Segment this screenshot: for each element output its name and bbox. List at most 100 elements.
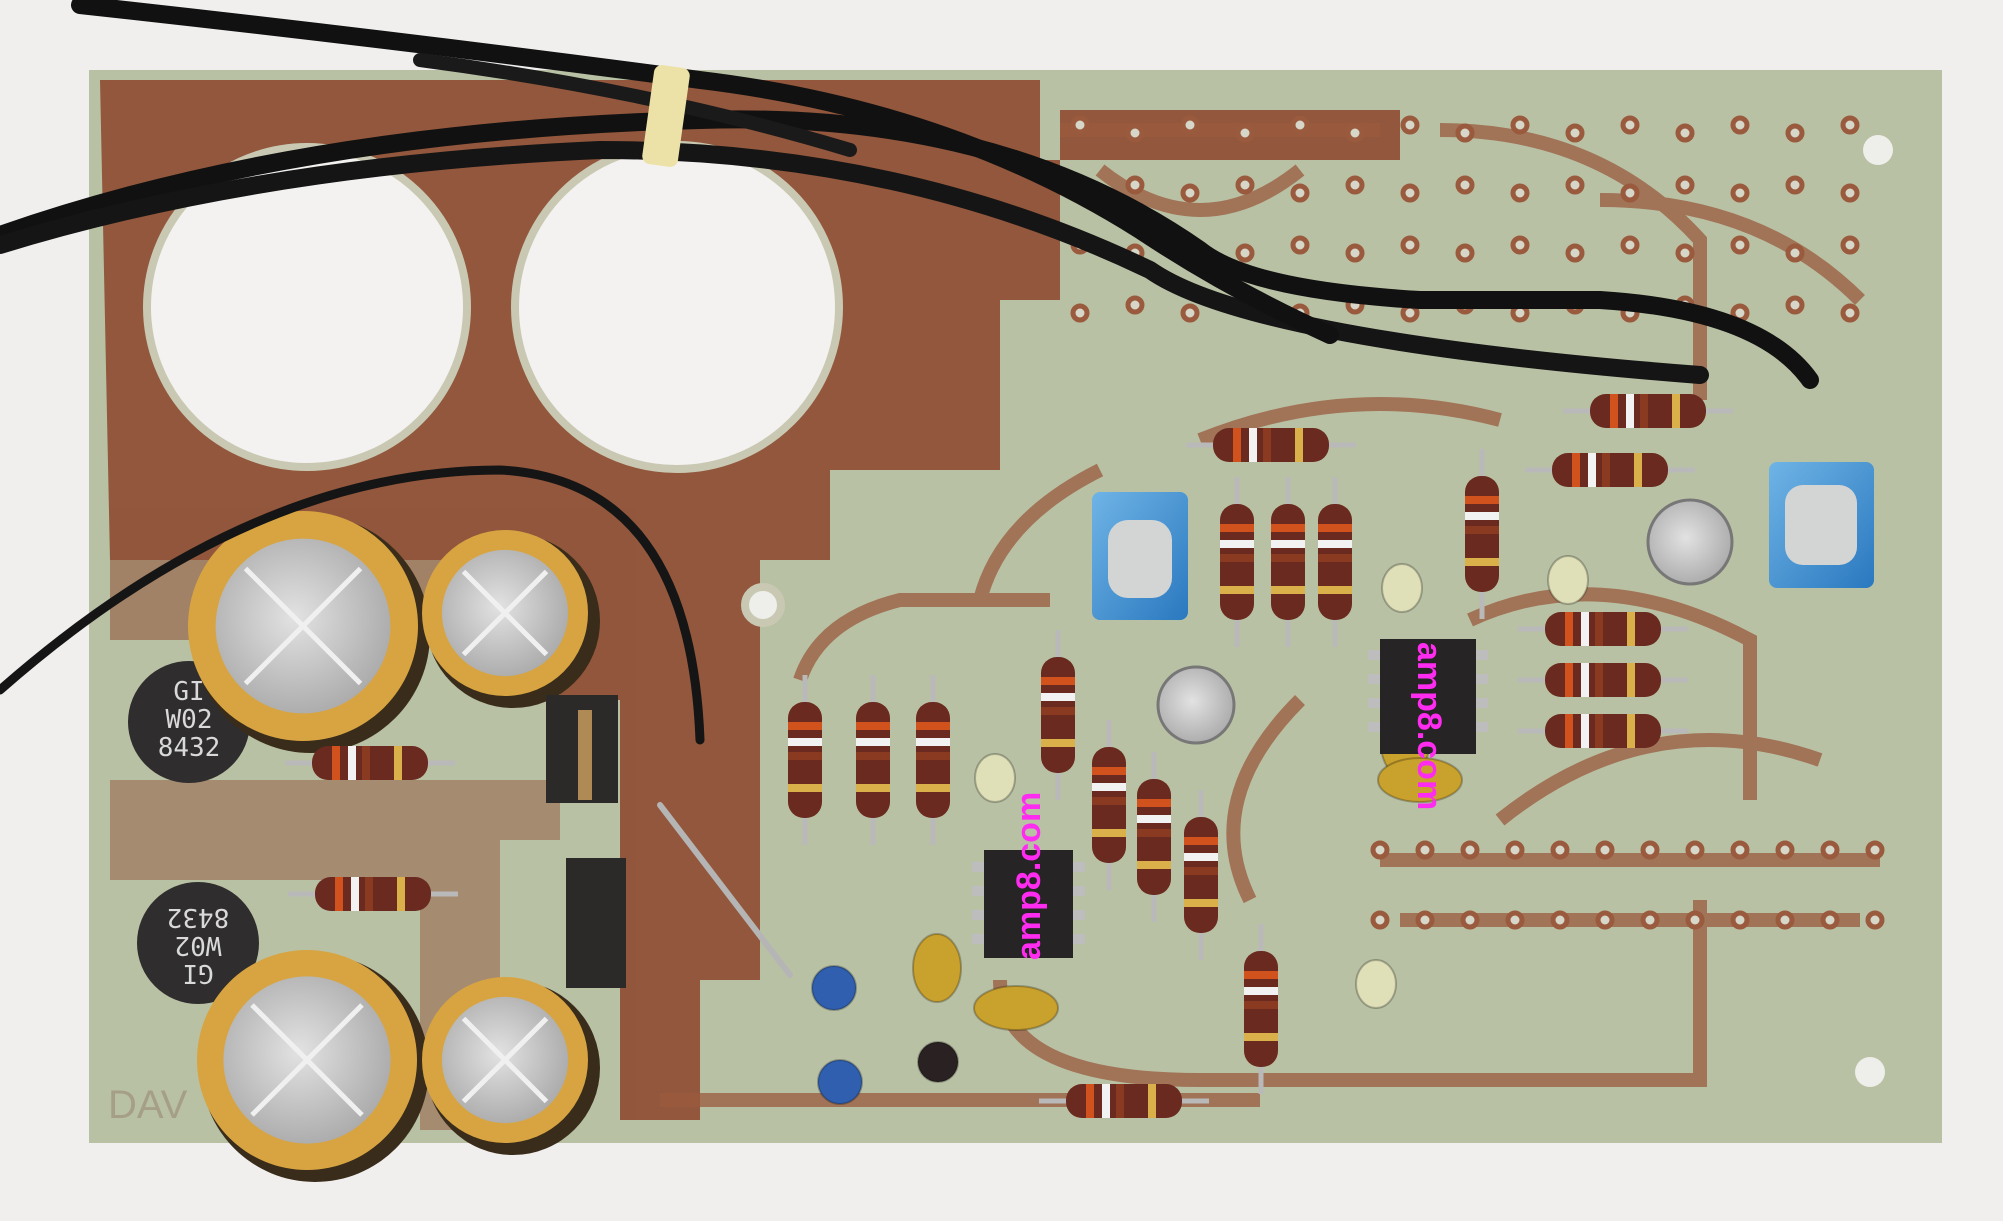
ceramic-capacitor [912,933,962,1003]
color-band [788,738,822,746]
solder-pad [1620,115,1640,135]
solder-pad [1415,910,1435,930]
rectifier-label: W02 [166,705,213,735]
ceramic-capacitor [1377,757,1463,803]
color-band [1102,1084,1110,1118]
resistor [285,746,455,780]
resistor [1220,477,1254,647]
resistor [856,675,890,845]
color-band [1465,558,1499,566]
solder-pad [1775,910,1795,930]
resistor [1137,752,1171,922]
solder-pad [1345,123,1365,143]
metal-can-transistor [1646,498,1734,586]
color-band [332,746,340,780]
solder-pad [1400,183,1420,203]
color-band [1220,586,1254,594]
solder-pad [1510,183,1530,203]
color-band [856,784,890,792]
solder-pad [1840,235,1860,255]
led [974,753,1016,803]
cable-tie [642,65,690,167]
solder-pad [1565,243,1585,263]
film-capacitor-face [1785,485,1857,565]
ceramic-capacitor [973,985,1059,1031]
color-band [1595,663,1603,697]
solder-pad [1785,175,1805,195]
solder-pad [1460,910,1480,930]
color-band [1595,714,1603,748]
solder-pad [1400,115,1420,135]
color-band [1627,714,1635,748]
solder-pad [1125,295,1145,315]
solder-pad [1640,840,1660,860]
ic-chip: amp8.com [972,792,1085,960]
resistor [1184,790,1218,960]
color-band [1610,394,1618,428]
color-band [1220,554,1254,562]
color-band [1318,586,1352,594]
resistor [1271,477,1305,647]
solder-pad [1180,115,1200,135]
solder-pad [1595,910,1615,930]
solder-pad [1565,175,1585,195]
metal-can-transistor [1156,665,1236,745]
vent-cross [243,566,363,686]
solder-pad [1455,123,1475,143]
color-band [1565,612,1573,646]
color-band [1220,540,1254,548]
solder-pad [1785,123,1805,143]
color-band [1627,612,1635,646]
color-band [1581,714,1589,748]
led [1547,555,1589,605]
color-band [1244,987,1278,995]
color-band [788,784,822,792]
color-band [916,722,950,730]
color-band [788,722,822,730]
color-band [856,752,890,760]
color-band [1244,1001,1278,1009]
solder-pad [1455,243,1475,263]
color-band [1465,496,1499,504]
color-band [351,877,359,911]
color-band [1627,663,1635,697]
resistor [916,675,950,845]
color-band [1572,453,1580,487]
color-band [1318,540,1352,548]
color-band [1220,524,1254,532]
color-band [397,877,405,911]
color-band [1184,867,1218,875]
solder-pad [1785,295,1805,315]
rectifier-label: GI [173,677,204,707]
color-band [1092,797,1126,805]
solder-pad [1455,175,1475,195]
solder-pad [1290,183,1310,203]
color-band [1581,612,1589,646]
color-band [1263,428,1271,462]
resistor [1518,663,1688,697]
color-band [1041,707,1075,715]
resistor [1518,714,1688,748]
color-band [856,738,890,746]
color-band [1041,693,1075,701]
rectifier-label: 8432 [167,902,230,932]
resistor [1525,453,1695,487]
rectifier-label: 8432 [158,733,221,763]
color-band [1041,677,1075,685]
solder-pad [1785,243,1805,263]
film-capacitor-face [1108,520,1172,598]
solder-pad [1505,840,1525,860]
color-band [1244,1033,1278,1041]
color-band [916,738,950,746]
resistor [1563,394,1733,428]
color-band [1318,554,1352,562]
solder-pad [1730,115,1750,135]
color-band [1565,714,1573,748]
color-band [1318,524,1352,532]
solder-pad [1180,183,1200,203]
color-band [335,877,343,911]
solder-pad [1415,840,1435,860]
solder-pad [1730,235,1750,255]
regulator-tab [578,710,592,800]
